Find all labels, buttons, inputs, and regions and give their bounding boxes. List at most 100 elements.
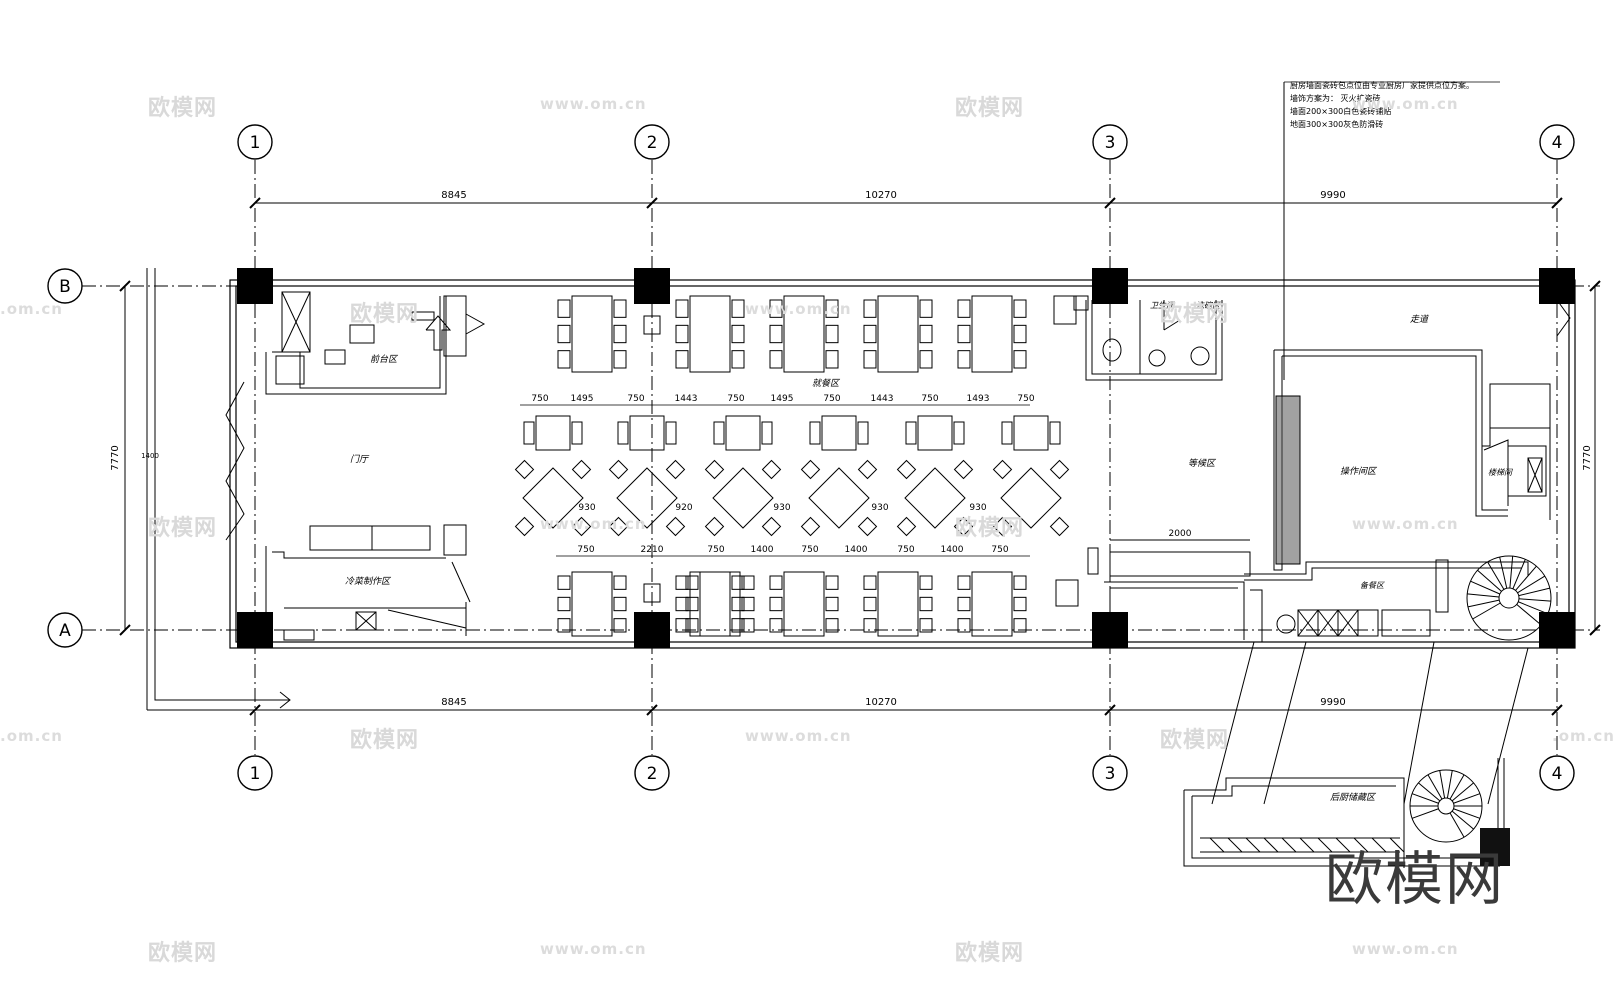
table-dim-row1-6: 750	[823, 394, 840, 404]
dim-left-height: 7770	[110, 445, 121, 470]
stair-tread	[1518, 587, 1550, 597]
long-table	[957, 295, 1027, 373]
chair	[1001, 421, 1013, 445]
chair	[957, 575, 971, 590]
square-table	[809, 415, 869, 451]
chair	[957, 350, 971, 369]
stair-tread	[1499, 556, 1508, 589]
chair	[1049, 516, 1070, 537]
prep-area	[265, 524, 471, 641]
watermark-url: www.om.cn	[1352, 95, 1459, 113]
counter-dim: 2000	[1169, 529, 1192, 539]
chair	[557, 575, 571, 590]
chair	[665, 421, 677, 445]
table-dim-row2-4: 930	[969, 503, 986, 513]
shelf-mark	[1299, 837, 1315, 853]
chair	[557, 350, 571, 369]
dim-bottom-3: 9990	[1320, 697, 1345, 708]
stair-tread	[1518, 598, 1551, 602]
chair	[896, 516, 917, 537]
table-dim-row3-1: 2210	[641, 545, 664, 555]
watermark-url: www.om.cn	[745, 300, 852, 318]
room-label-entrance: 门厅	[350, 454, 370, 465]
room-label-waiting: 等候区	[1188, 458, 1217, 469]
projection-lines	[1211, 82, 1529, 805]
chair	[919, 575, 933, 590]
stair-tread	[1449, 774, 1465, 800]
long-table	[675, 295, 745, 373]
chair	[613, 575, 627, 590]
chair	[957, 618, 971, 633]
chair	[685, 596, 699, 612]
chair	[919, 324, 933, 344]
stair-tread	[1439, 770, 1446, 799]
table-dim-row2-3: 930	[871, 503, 888, 513]
chair	[731, 299, 745, 318]
chair	[825, 618, 839, 633]
spiral-stair	[1466, 555, 1552, 641]
chair	[1049, 459, 1070, 480]
diamond-table	[704, 459, 782, 537]
dining-tables	[514, 295, 1070, 637]
room-label-toilet: 卫生间	[1150, 301, 1175, 310]
brand-logo: 欧模网	[1325, 845, 1506, 913]
axis-bubble-1-top	[237, 124, 273, 160]
shelf-mark	[1389, 837, 1405, 853]
table-dim-row3-3: 1400	[751, 545, 774, 555]
diamond-table	[896, 459, 974, 537]
axis-label-2-top: 2	[647, 133, 658, 153]
shelf-mark	[1209, 837, 1225, 853]
chair	[741, 575, 755, 590]
stair-tread	[1517, 575, 1546, 594]
axis-label-3-top: 3	[1105, 133, 1116, 153]
square-table	[1001, 415, 1061, 451]
shelf-mark	[1281, 837, 1297, 853]
chair	[675, 350, 689, 369]
axis-label-3-bottom: 3	[1105, 764, 1116, 784]
chair	[571, 516, 592, 537]
toilet-block	[1053, 295, 1223, 381]
stair-tread	[1467, 593, 1500, 598]
table-dim-row1-10: 750	[1017, 394, 1034, 404]
stair-tread	[1472, 602, 1501, 620]
chair	[919, 618, 933, 633]
table-dim-row1-9: 1493	[967, 394, 990, 404]
shelf-mark	[1317, 837, 1333, 853]
axis-lines	[82, 160, 1600, 755]
chair	[769, 324, 783, 344]
chair	[919, 350, 933, 369]
chair	[863, 575, 877, 590]
table-dim-row3-6: 750	[897, 545, 914, 555]
chair	[557, 596, 571, 612]
long-table	[957, 571, 1027, 637]
watermark-brand: 欧模网	[955, 516, 1025, 541]
watermark-url: www.om.cn	[540, 515, 647, 533]
chair	[731, 350, 745, 369]
note-line-4: 地面300×300灰色防滑砖	[1290, 119, 1383, 129]
room-label-stair: 楼梯间	[1488, 468, 1513, 477]
chair	[613, 299, 627, 318]
chair	[769, 618, 783, 633]
watermark-url: .om.cn	[0, 300, 63, 318]
stair-tread	[1512, 559, 1526, 589]
notes-block: 厨房墙面瓷砖包点位由专业厨房厂家提供点位方案。 墙饰方案为： 灭火扩瓷砖 墙面2…	[1290, 80, 1474, 129]
chair	[731, 324, 745, 344]
table-dim-row1-7: 1443	[871, 394, 894, 404]
axis-bubble-2-bottom	[634, 755, 670, 791]
shelf-mark	[1353, 837, 1369, 853]
stair-tread	[1453, 793, 1480, 804]
axis-label-4-top: 4	[1552, 133, 1563, 153]
chair	[992, 516, 1013, 537]
dim-bottom-1: 8845	[441, 697, 466, 708]
stair-tread	[1477, 569, 1502, 592]
table-dim-row3-7: 1400	[941, 545, 964, 555]
chair	[514, 516, 535, 537]
chair	[953, 459, 974, 480]
dimension-lines	[119, 197, 1601, 716]
square-table	[523, 415, 583, 451]
room-label-kitchen: 操作间区	[1340, 466, 1378, 477]
stair-tread	[1451, 782, 1474, 802]
axis-label-A: A	[59, 621, 71, 641]
chair	[713, 421, 725, 445]
chair	[953, 516, 974, 537]
